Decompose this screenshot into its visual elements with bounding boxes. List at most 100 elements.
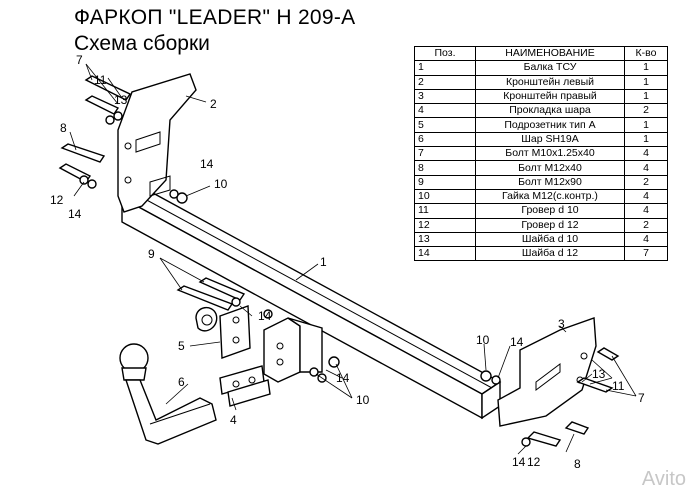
callout-11-left: 11	[94, 73, 107, 87]
callout-8-bottom: 8	[574, 457, 581, 471]
callout-labels: 1 2 3 4 5 6 7 11 13 8 14 10 12 14 9 14 1…	[50, 53, 645, 471]
socket-plate	[195, 305, 251, 359]
cell-position: 10	[414, 188, 476, 205]
callout-7-left: 7	[76, 53, 83, 67]
cell-quantity: 4	[624, 160, 668, 176]
cell-quantity: 4	[624, 146, 668, 162]
header-position: Поз.	[414, 45, 476, 62]
leader-lines	[69, 63, 637, 455]
callout-14-bottom: 14	[512, 455, 526, 469]
callout-5: 5	[178, 339, 185, 353]
right-fasteners	[480, 347, 620, 447]
cell-name: Кронштейн левый	[475, 74, 625, 90]
ball-spacer	[219, 365, 271, 407]
header-quantity: К-во	[624, 45, 668, 62]
cell-position: 4	[414, 103, 476, 119]
callout-14-center: 14	[258, 309, 272, 323]
callout-13-right: 13	[592, 367, 606, 381]
cell-position: 8	[414, 160, 476, 176]
callout-14-mid: 14	[336, 371, 350, 385]
cell-quantity: 2	[624, 174, 668, 190]
cell-position: 6	[414, 131, 476, 148]
cell-name: Шар SH19A	[475, 131, 625, 148]
cell-quantity: 1	[624, 74, 668, 90]
callout-2: 2	[210, 97, 217, 111]
callout-9: 9	[148, 247, 155, 261]
tow-ball	[119, 343, 217, 445]
cell-quantity: 4	[624, 231, 668, 248]
cell-name: Гровер d 12	[475, 217, 625, 233]
cell-name: Шайба d 10	[475, 231, 625, 248]
left-bracket	[117, 73, 197, 213]
cell-position: 5	[414, 117, 476, 133]
cell-position: 12	[414, 217, 476, 233]
cell-position: 2	[414, 74, 476, 90]
cell-name: Прокладка шара	[475, 103, 625, 119]
cell-name: Кронштейн правый	[475, 88, 625, 105]
callout-8-left: 8	[60, 121, 67, 135]
callout-10-top: 10	[214, 177, 228, 191]
callout-10-right: 10	[476, 333, 490, 347]
cell-quantity: 2	[624, 217, 668, 233]
cell-position: 3	[414, 88, 476, 105]
callout-7-right: 7	[638, 391, 645, 405]
cell-quantity: 1	[624, 117, 668, 133]
callout-14-top: 14	[200, 157, 214, 171]
diagram-subtitle: Схема сборки	[74, 32, 210, 55]
callout-1: 1	[320, 255, 327, 269]
cell-name: Гайка M12(с.контр.)	[475, 188, 625, 205]
cell-position: 13	[414, 231, 476, 248]
cell-position: 1	[414, 60, 476, 76]
cell-position: 7	[414, 146, 476, 162]
cell-name: Болт M10x1.25x40	[475, 146, 625, 162]
callout-13-left: 13	[114, 93, 128, 107]
cell-quantity: 1	[624, 131, 668, 148]
cell-quantity: 4	[624, 188, 668, 205]
cell-position: 14	[414, 246, 476, 262]
table-header-row: Поз. НАИМЕНОВАНИЕ К-во	[414, 45, 668, 62]
cell-quantity: 1	[624, 60, 668, 76]
cell-position: 9	[414, 174, 476, 190]
cell-name: Балка ТСУ	[475, 60, 625, 76]
callout-14-left: 14	[68, 207, 82, 221]
cell-name: Болт M12x90	[475, 174, 625, 190]
callout-10-mid: 10	[356, 393, 370, 407]
ball-mount-plate	[263, 317, 323, 383]
callout-4: 4	[230, 413, 237, 427]
cell-quantity: 1	[624, 88, 668, 105]
callout-12-bottom: 12	[527, 455, 541, 469]
callout-6: 6	[178, 375, 185, 389]
callout-14-right: 14	[510, 335, 524, 349]
cell-name: Гровер d 10	[475, 203, 625, 219]
callout-11-right: 11	[612, 379, 625, 393]
cell-quantity: 4	[624, 203, 668, 219]
cell-quantity: 7	[624, 246, 668, 262]
avito-watermark: Avito	[641, 468, 686, 490]
center-nuts	[263, 309, 340, 383]
callout-3: 3	[558, 317, 565, 331]
header-name: НАИМЕНОВАНИЕ	[475, 45, 625, 62]
cell-name: Подрозетник тип А	[475, 117, 625, 133]
cell-quantity: 2	[624, 103, 668, 119]
long-bolts	[176, 277, 246, 311]
cell-position: 11	[414, 203, 476, 219]
cell-name: Болт M12x40	[475, 160, 625, 176]
diagram-title: ФАРКОП "LEADER" Н 209-А	[74, 6, 356, 29]
cell-name: Шайба d 12	[475, 246, 625, 262]
